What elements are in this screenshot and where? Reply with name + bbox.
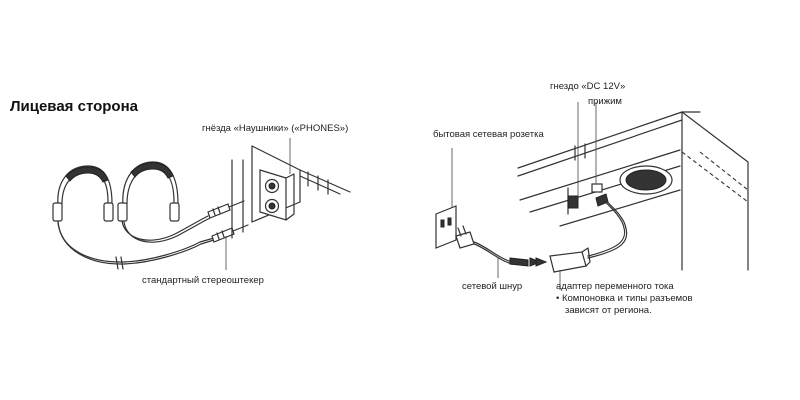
power-plug-icon bbox=[455, 225, 475, 249]
phones-jack-label: гнёзда «Наушники» («PHONES») bbox=[202, 123, 349, 134]
stereo-plug-label: стандартный стереоштекер bbox=[142, 275, 264, 286]
front-panel-title: Лицевая сторона bbox=[10, 98, 138, 115]
clamp-label: прижим bbox=[588, 96, 622, 107]
adapter-note-line-2: зависят от региона. bbox=[565, 305, 652, 316]
power-cord-label: сетевой шнур bbox=[462, 281, 523, 292]
adapter-note-line-1: • Компоновка и типы разъемов bbox=[556, 293, 693, 304]
stereo-plug-icon bbox=[207, 200, 249, 243]
ac-adapter-icon bbox=[549, 247, 591, 273]
dc-jack-label: гнездо «DC 12V» bbox=[550, 81, 626, 92]
headphones-icon bbox=[52, 161, 180, 222]
outlet-label: бытовая сетевая розетка bbox=[433, 129, 544, 140]
phones-panel bbox=[231, 145, 351, 239]
adapter-label: адаптер переменного тока bbox=[556, 281, 674, 292]
wall-outlet-icon bbox=[435, 148, 457, 249]
instrument-body bbox=[517, 111, 749, 271]
